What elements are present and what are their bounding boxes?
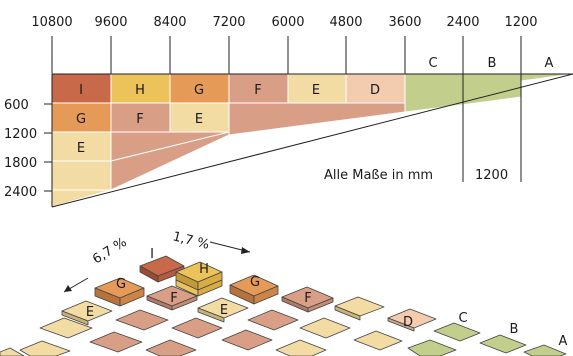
- dimension-1200: 1200: [475, 168, 508, 183]
- cell-e-row2: [169, 102, 230, 133]
- label-i: I: [79, 83, 83, 98]
- tile-g-front: [94, 277, 145, 307]
- isometric-labels: I H G G F F E E D C B A: [86, 247, 568, 349]
- label-f-row2: F: [136, 112, 143, 127]
- top-scale: 10800 9600 8400 7200 6000 4800 3600 2400…: [31, 15, 554, 74]
- iso-label-b: B: [510, 322, 519, 337]
- tile-f-2: [281, 286, 334, 313]
- tile-f-1: [146, 285, 198, 311]
- tile-e-1: [197, 297, 249, 323]
- iso-label-a: A: [559, 334, 568, 349]
- cell-a: [520, 73, 573, 82]
- iso-label-e-2: E: [220, 303, 228, 318]
- scale-6000: 6000: [271, 15, 304, 30]
- label-g: G: [194, 83, 204, 98]
- slope-long-label: 1,7 %: [171, 229, 211, 253]
- tile-c: [433, 322, 481, 342]
- tile-a: [523, 344, 567, 356]
- scale-2400: 2400: [4, 185, 37, 200]
- scale-9600: 9600: [94, 15, 127, 30]
- plan-outline: [51, 73, 573, 208]
- tile-i: [139, 255, 185, 283]
- zone-label-c: C: [428, 56, 437, 71]
- scale-1200: 1200: [4, 127, 37, 142]
- scale-1200: 1200: [504, 15, 537, 30]
- iso-label-g-back: G: [250, 275, 260, 290]
- label-g-row2: G: [76, 112, 86, 127]
- tile-b: [479, 334, 527, 354]
- zone-label-b: B: [488, 56, 497, 71]
- zone-label-a: A: [545, 56, 554, 71]
- tile-e-2: [334, 296, 385, 321]
- label-e-row2: E: [195, 112, 203, 127]
- iso-label-f-2: F: [304, 291, 311, 306]
- cell-g: [169, 73, 230, 104]
- iso-label-h: H: [199, 262, 209, 277]
- label-d: D: [370, 83, 380, 98]
- cell-f-row2-tail: [228, 102, 406, 136]
- plan-view: [51, 73, 573, 208]
- scale-1800: 1800: [4, 156, 37, 171]
- scale-10800: 10800: [31, 15, 72, 30]
- cell-e-row3: [51, 131, 112, 162]
- scale-600: 600: [4, 98, 29, 113]
- isometric-view: [0, 255, 567, 356]
- scale-8400: 8400: [153, 15, 186, 30]
- left-scale: 600 1200 1800 2400: [4, 98, 52, 200]
- tile-h: [175, 261, 223, 297]
- slope-cross-label: 6,7 %: [90, 235, 129, 267]
- iso-label-g-front: G: [116, 277, 126, 292]
- scale-4800: 4800: [329, 15, 362, 30]
- cell-e: [287, 73, 347, 104]
- iso-label-i: I: [150, 247, 154, 262]
- iso-label-c: C: [458, 311, 467, 326]
- label-f: F: [254, 83, 261, 98]
- plan-labels: I H G F E D G F E E: [76, 83, 380, 156]
- label-e-row3: E: [77, 141, 85, 156]
- scale-2400: 2400: [446, 15, 479, 30]
- label-e: E: [312, 83, 320, 98]
- iso-label-f-1: F: [170, 291, 177, 306]
- iso-label-d: D: [403, 315, 413, 330]
- scale-3600: 3600: [388, 15, 421, 30]
- scale-7200: 7200: [212, 15, 245, 30]
- tile-g-back: [229, 274, 279, 305]
- tile-d: [387, 308, 437, 332]
- units-note: Alle Maße in mm: [324, 168, 433, 183]
- tile-e-3: [61, 300, 113, 326]
- iso-label-e-1: E: [86, 305, 94, 320]
- label-h: H: [135, 83, 145, 98]
